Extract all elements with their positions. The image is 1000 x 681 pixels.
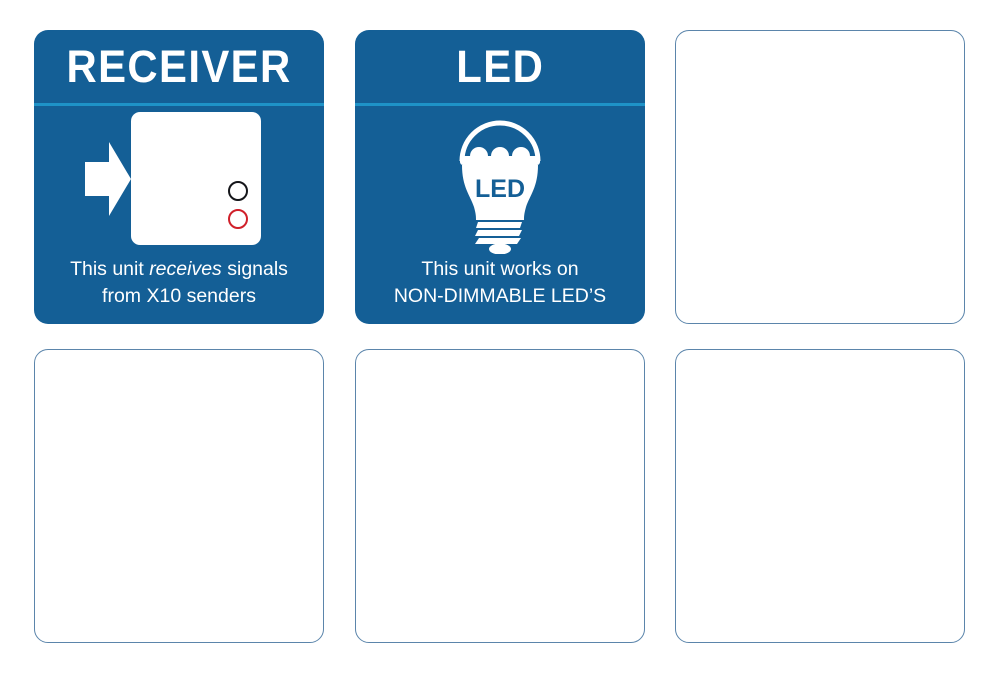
arrow-right-icon — [85, 142, 131, 216]
caption-text-post: signals — [221, 258, 288, 280]
led-bulb-icon: LED — [459, 120, 541, 254]
caption-line-1: This unit receives signals — [44, 256, 314, 283]
card-placeholder-3[interactable] — [355, 349, 645, 643]
card-placeholder-4[interactable] — [675, 349, 965, 643]
receiver-module-icon — [79, 112, 279, 250]
card-receiver-header: RECEIVER — [34, 30, 324, 106]
caption-line-2: from X10 senders — [102, 284, 256, 307]
card-receiver-title: RECEIVER — [66, 41, 292, 92]
card-led-header: LED — [355, 30, 645, 106]
caption-line-1: This unit works on — [421, 258, 579, 280]
card-receiver-icon-area — [34, 106, 324, 256]
indicator-led-black — [228, 181, 248, 201]
card-receiver[interactable]: RECEIVER This unit receives signals from… — [34, 30, 324, 324]
card-led-title: LED — [456, 41, 544, 92]
card-receiver-caption: This unit receives signals from X10 send… — [34, 256, 324, 310]
caption-line-2: NON-DIMMABLE LED’S — [393, 284, 607, 307]
card-placeholder-1[interactable] — [675, 30, 965, 324]
caption-text-pre: This unit — [70, 258, 150, 280]
card-led[interactable]: LED LED — [355, 30, 645, 324]
indicator-led-red — [228, 209, 248, 229]
receiver-faceplate — [131, 112, 261, 245]
card-placeholder-2[interactable] — [34, 349, 324, 643]
card-led-caption: This unit works on NON-DIMMABLE LED’S — [355, 256, 645, 310]
card-led-icon-area: LED — [355, 106, 645, 256]
bulb-label: LED — [475, 175, 525, 203]
card-receiver-body: This unit receives signals from X10 send… — [34, 106, 324, 324]
card-led-body: LED This unit works on NON-DIMMABLE LED’… — [355, 106, 645, 324]
caption-text-emphasis: receives — [149, 258, 222, 280]
